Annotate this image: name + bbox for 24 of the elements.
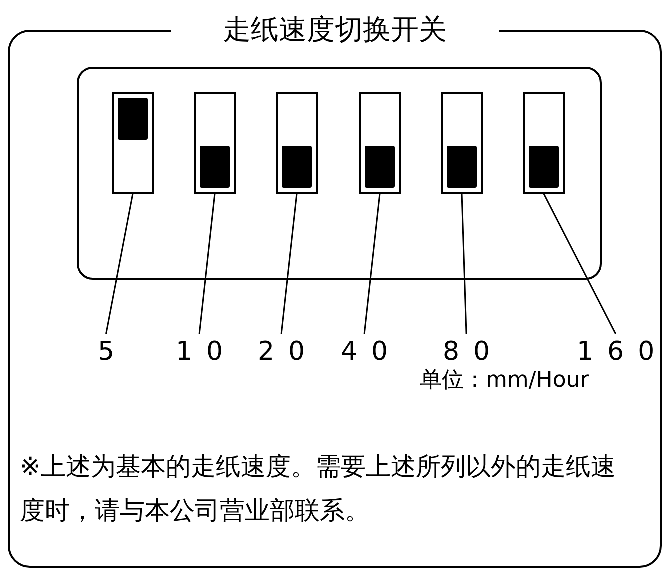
leader-line: [280, 194, 298, 334]
switch-slot: [359, 92, 401, 194]
switch-slider: [118, 98, 148, 140]
switch-slider: [529, 146, 559, 188]
speed-value: 5: [84, 332, 129, 372]
leader-line: [461, 194, 468, 334]
switch-slider: [200, 146, 230, 188]
switch-slot: [523, 92, 565, 194]
leader-line: [364, 194, 381, 334]
switch-slot: [194, 92, 236, 194]
speed-value: 40: [327, 332, 402, 372]
speed-value: 10: [162, 332, 238, 372]
leader-line: [198, 194, 216, 334]
leader-line: [543, 194, 616, 334]
speed-value: 20: [244, 332, 320, 372]
note-text: ※上述为基本的走纸速度。需要上述所列以外的走纸速度时，请与本公司营业部联系。: [20, 451, 617, 527]
switch-slot: [276, 92, 318, 194]
switch-slider: [447, 146, 477, 188]
switch-slot: [112, 92, 154, 194]
switch-slot: [441, 92, 483, 194]
switch-slider: [365, 146, 395, 188]
switch-body: [77, 67, 602, 280]
switch-slider: [282, 146, 312, 188]
leader-line: [106, 194, 134, 334]
